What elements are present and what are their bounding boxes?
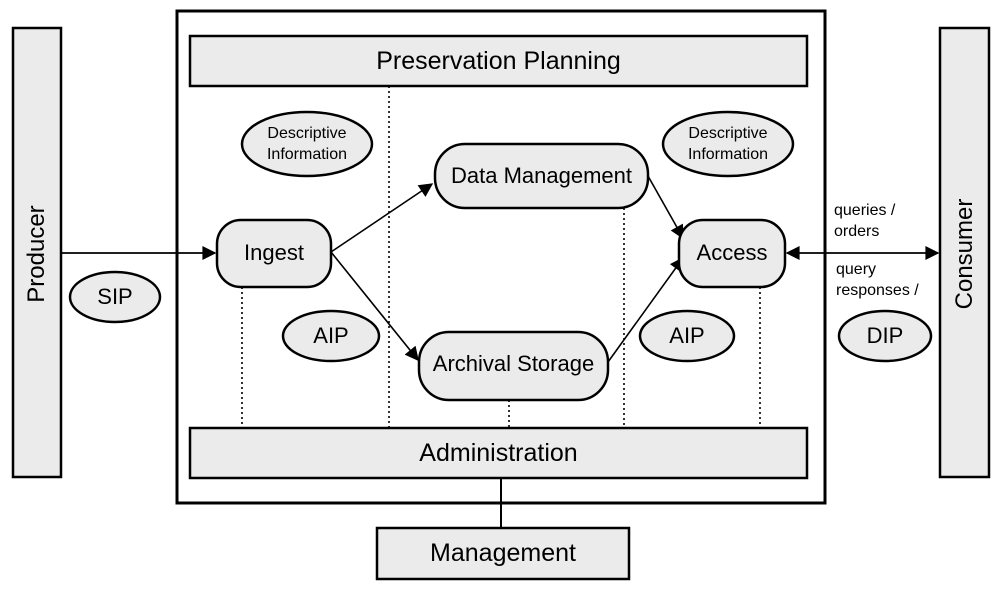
consumer-box	[938, 26, 991, 479]
aip-right-label: AIP	[669, 323, 705, 348]
data-management-box	[433, 142, 650, 210]
preservation-planning-label: Preservation Planning	[376, 47, 621, 75]
archival-storage-box	[417, 330, 610, 402]
management-label: Management	[430, 539, 576, 567]
responses-label-line1: query	[836, 261, 877, 278]
administration-box	[188, 426, 809, 480]
descriptive-info-left-line2: Information	[266, 146, 348, 163]
archival-storage-label: Archival Storage	[432, 351, 595, 376]
queries-label-line2: orders	[834, 223, 880, 240]
data-management-label: Data Management	[451, 163, 632, 188]
producer-label: Producer	[23, 205, 50, 303]
archival-storage-to-access-arrow	[607, 256, 684, 363]
producer-box	[11, 26, 63, 479]
data-management-to-access-arrow	[647, 175, 684, 240]
sip-label: SIP	[97, 284, 133, 309]
access-box	[677, 218, 787, 289]
ingest-box	[215, 218, 333, 289]
descriptive-info-right-line2: Information	[687, 146, 769, 163]
aip-left-label: AIP	[313, 323, 349, 348]
dip-oval	[837, 309, 933, 363]
queries-label-line1: queries /	[834, 202, 896, 219]
descriptive-info-right-line1: Descriptive	[688, 125, 768, 142]
aip-oval-right	[638, 309, 736, 363]
access-label: Access	[696, 240, 768, 265]
management-box	[375, 526, 631, 581]
descriptive-info-oval-left	[240, 110, 374, 178]
dotted-dividers	[241, 86, 761, 428]
descriptive-info-left-line1: Descriptive	[267, 125, 347, 142]
ingest-to-archival-storage-arrow	[330, 251, 419, 362]
descriptive-info-oval-right	[661, 110, 795, 178]
consumer-label: Consumer	[951, 198, 978, 310]
sip-oval	[68, 270, 162, 324]
ingest-to-data-management-arrow	[330, 183, 434, 253]
dip-label: DIP	[866, 323, 904, 348]
ingest-label: Ingest	[244, 240, 304, 265]
responses-label-line2: responses /	[836, 282, 919, 299]
aip-oval-left	[281, 309, 381, 363]
administration-label: Administration	[419, 439, 578, 467]
preservation-planning-box	[188, 34, 809, 88]
